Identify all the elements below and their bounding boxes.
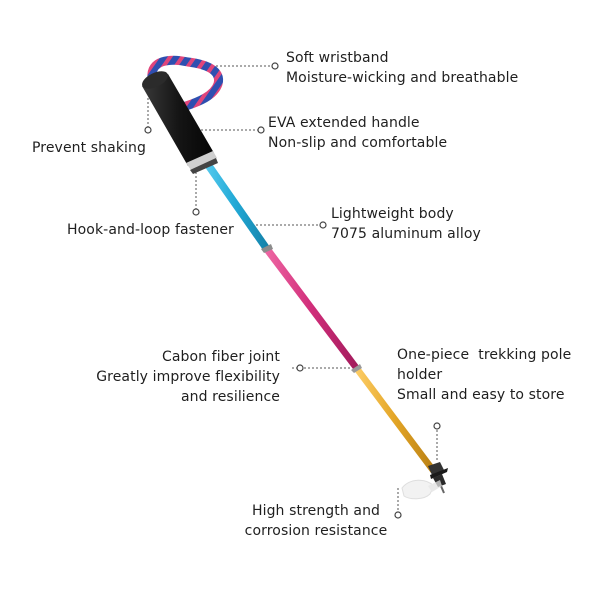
section-middle — [263, 247, 359, 369]
body-detail: 7075 aluminum alloy — [331, 226, 481, 242]
body-title: Lightweight body — [331, 206, 454, 222]
callout-body: Lightweight body 7075 aluminum alloy — [331, 204, 481, 244]
handle-detail: Non-slip and comfortable — [268, 135, 448, 151]
callout-shaking: Prevent shaking — [32, 138, 146, 158]
dot-fastener — [192, 208, 200, 216]
onepiece-detail-2: Small and easy to store — [397, 387, 565, 403]
fastener-title: Hook-and-loop fastener — [67, 222, 234, 238]
joint-title: Cabon fiber joint — [161, 349, 280, 365]
dot-tip — [394, 511, 402, 519]
callout-fastener: Hook-and-loop fastener — [67, 220, 234, 240]
joint-detail-1: Greatly improve flexibility — [96, 369, 280, 385]
section-top — [200, 158, 270, 250]
callout-onepiece: One-piece trekking pole holder Small and… — [397, 345, 571, 405]
tip-detail: corrosion resistance — [244, 523, 388, 539]
eva-handle — [142, 71, 218, 174]
wristband-title: Soft wristband — [286, 50, 389, 66]
callout-handle: EVA extended handle Non-slip and comfort… — [268, 113, 447, 153]
shaking-title: Prevent shaking — [32, 140, 146, 156]
dot-shaking — [144, 126, 152, 134]
callout-joint: Cabon fiber joint Greatly improve flexib… — [96, 347, 280, 407]
dot-handle — [257, 126, 265, 134]
dot-joint — [296, 364, 304, 372]
onepiece-title: One-piece trekking pole — [397, 347, 572, 363]
callout-wristband: Soft wristband Moisture-wicking and brea… — [286, 48, 518, 88]
dot-body — [319, 221, 327, 229]
tip-title: High strength and — [251, 503, 381, 519]
pole-body — [200, 158, 437, 473]
rubber-tip-cap — [401, 479, 442, 500]
section-bottom — [353, 366, 437, 473]
onepiece-detail-1: holder — [397, 367, 443, 383]
handle-title: EVA extended handle — [268, 115, 420, 131]
leader-dots — [144, 62, 441, 519]
joint-detail-2: and resilience — [180, 389, 280, 405]
dot-onepiece — [433, 422, 441, 430]
dot-wristband — [271, 62, 279, 70]
pole-tip — [401, 462, 448, 500]
wristband-detail: Moisture-wicking and breathable — [286, 70, 519, 86]
callout-tip: High strength and corrosion resistance — [236, 501, 396, 541]
